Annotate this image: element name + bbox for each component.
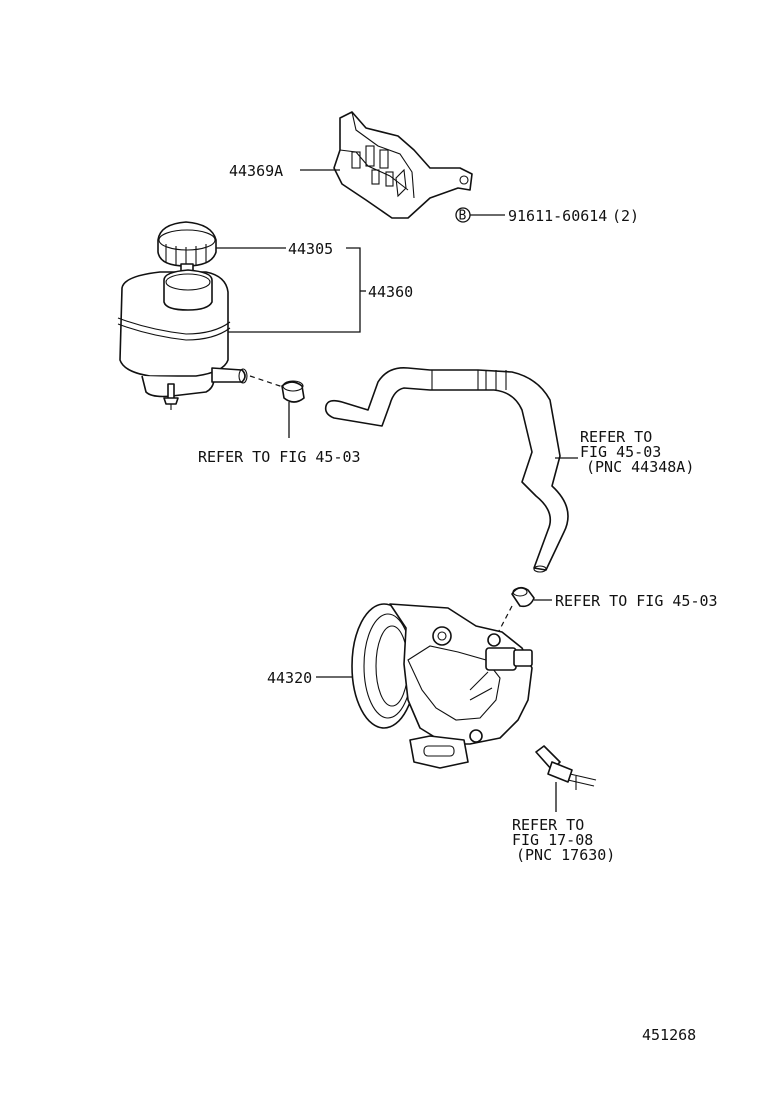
part-number-bolt[interactable]: 91611-60614: [508, 207, 607, 225]
bracket-drawing: [333, 111, 473, 219]
pressure-switch-drawing: [535, 745, 597, 790]
pump-clamp-drawing: [511, 586, 535, 608]
reservoir-tank-drawing: [117, 269, 248, 410]
illustration-number: 451268: [642, 1026, 696, 1044]
part-number-pump[interactable]: 44320: [267, 669, 312, 687]
hose-clamp-drawing: [281, 380, 305, 403]
part-number-reservoir[interactable]: 44360: [368, 283, 413, 301]
ref-hose-line3[interactable]: (PNC 44348A): [586, 458, 694, 476]
power-steering-pump-drawing: [351, 603, 533, 769]
ref-sensor-line2[interactable]: FIG 17-08: [512, 831, 593, 849]
ref-pump-clamp[interactable]: REFER TO FIG 45-03: [555, 592, 718, 610]
return-hose-drawing: [324, 366, 569, 573]
bolt-marker-letter: B: [459, 209, 467, 224]
bolt-quantity: (2): [612, 207, 639, 225]
clamp-dash-line: [249, 375, 287, 389]
ref-hose-line1[interactable]: REFER TO: [580, 428, 652, 446]
ref-hose-line2[interactable]: FIG 45-03: [580, 443, 661, 461]
ref-sensor-line3[interactable]: (PNC 17630): [516, 846, 615, 864]
ref-sensor-line1[interactable]: REFER TO: [512, 816, 584, 834]
ref-clamp[interactable]: REFER TO FIG 45-03: [198, 448, 361, 466]
leader-reservoir-bracket: [228, 247, 361, 333]
part-number-cap[interactable]: 44305: [288, 240, 333, 258]
part-number-bracket[interactable]: 44369A: [229, 162, 283, 180]
